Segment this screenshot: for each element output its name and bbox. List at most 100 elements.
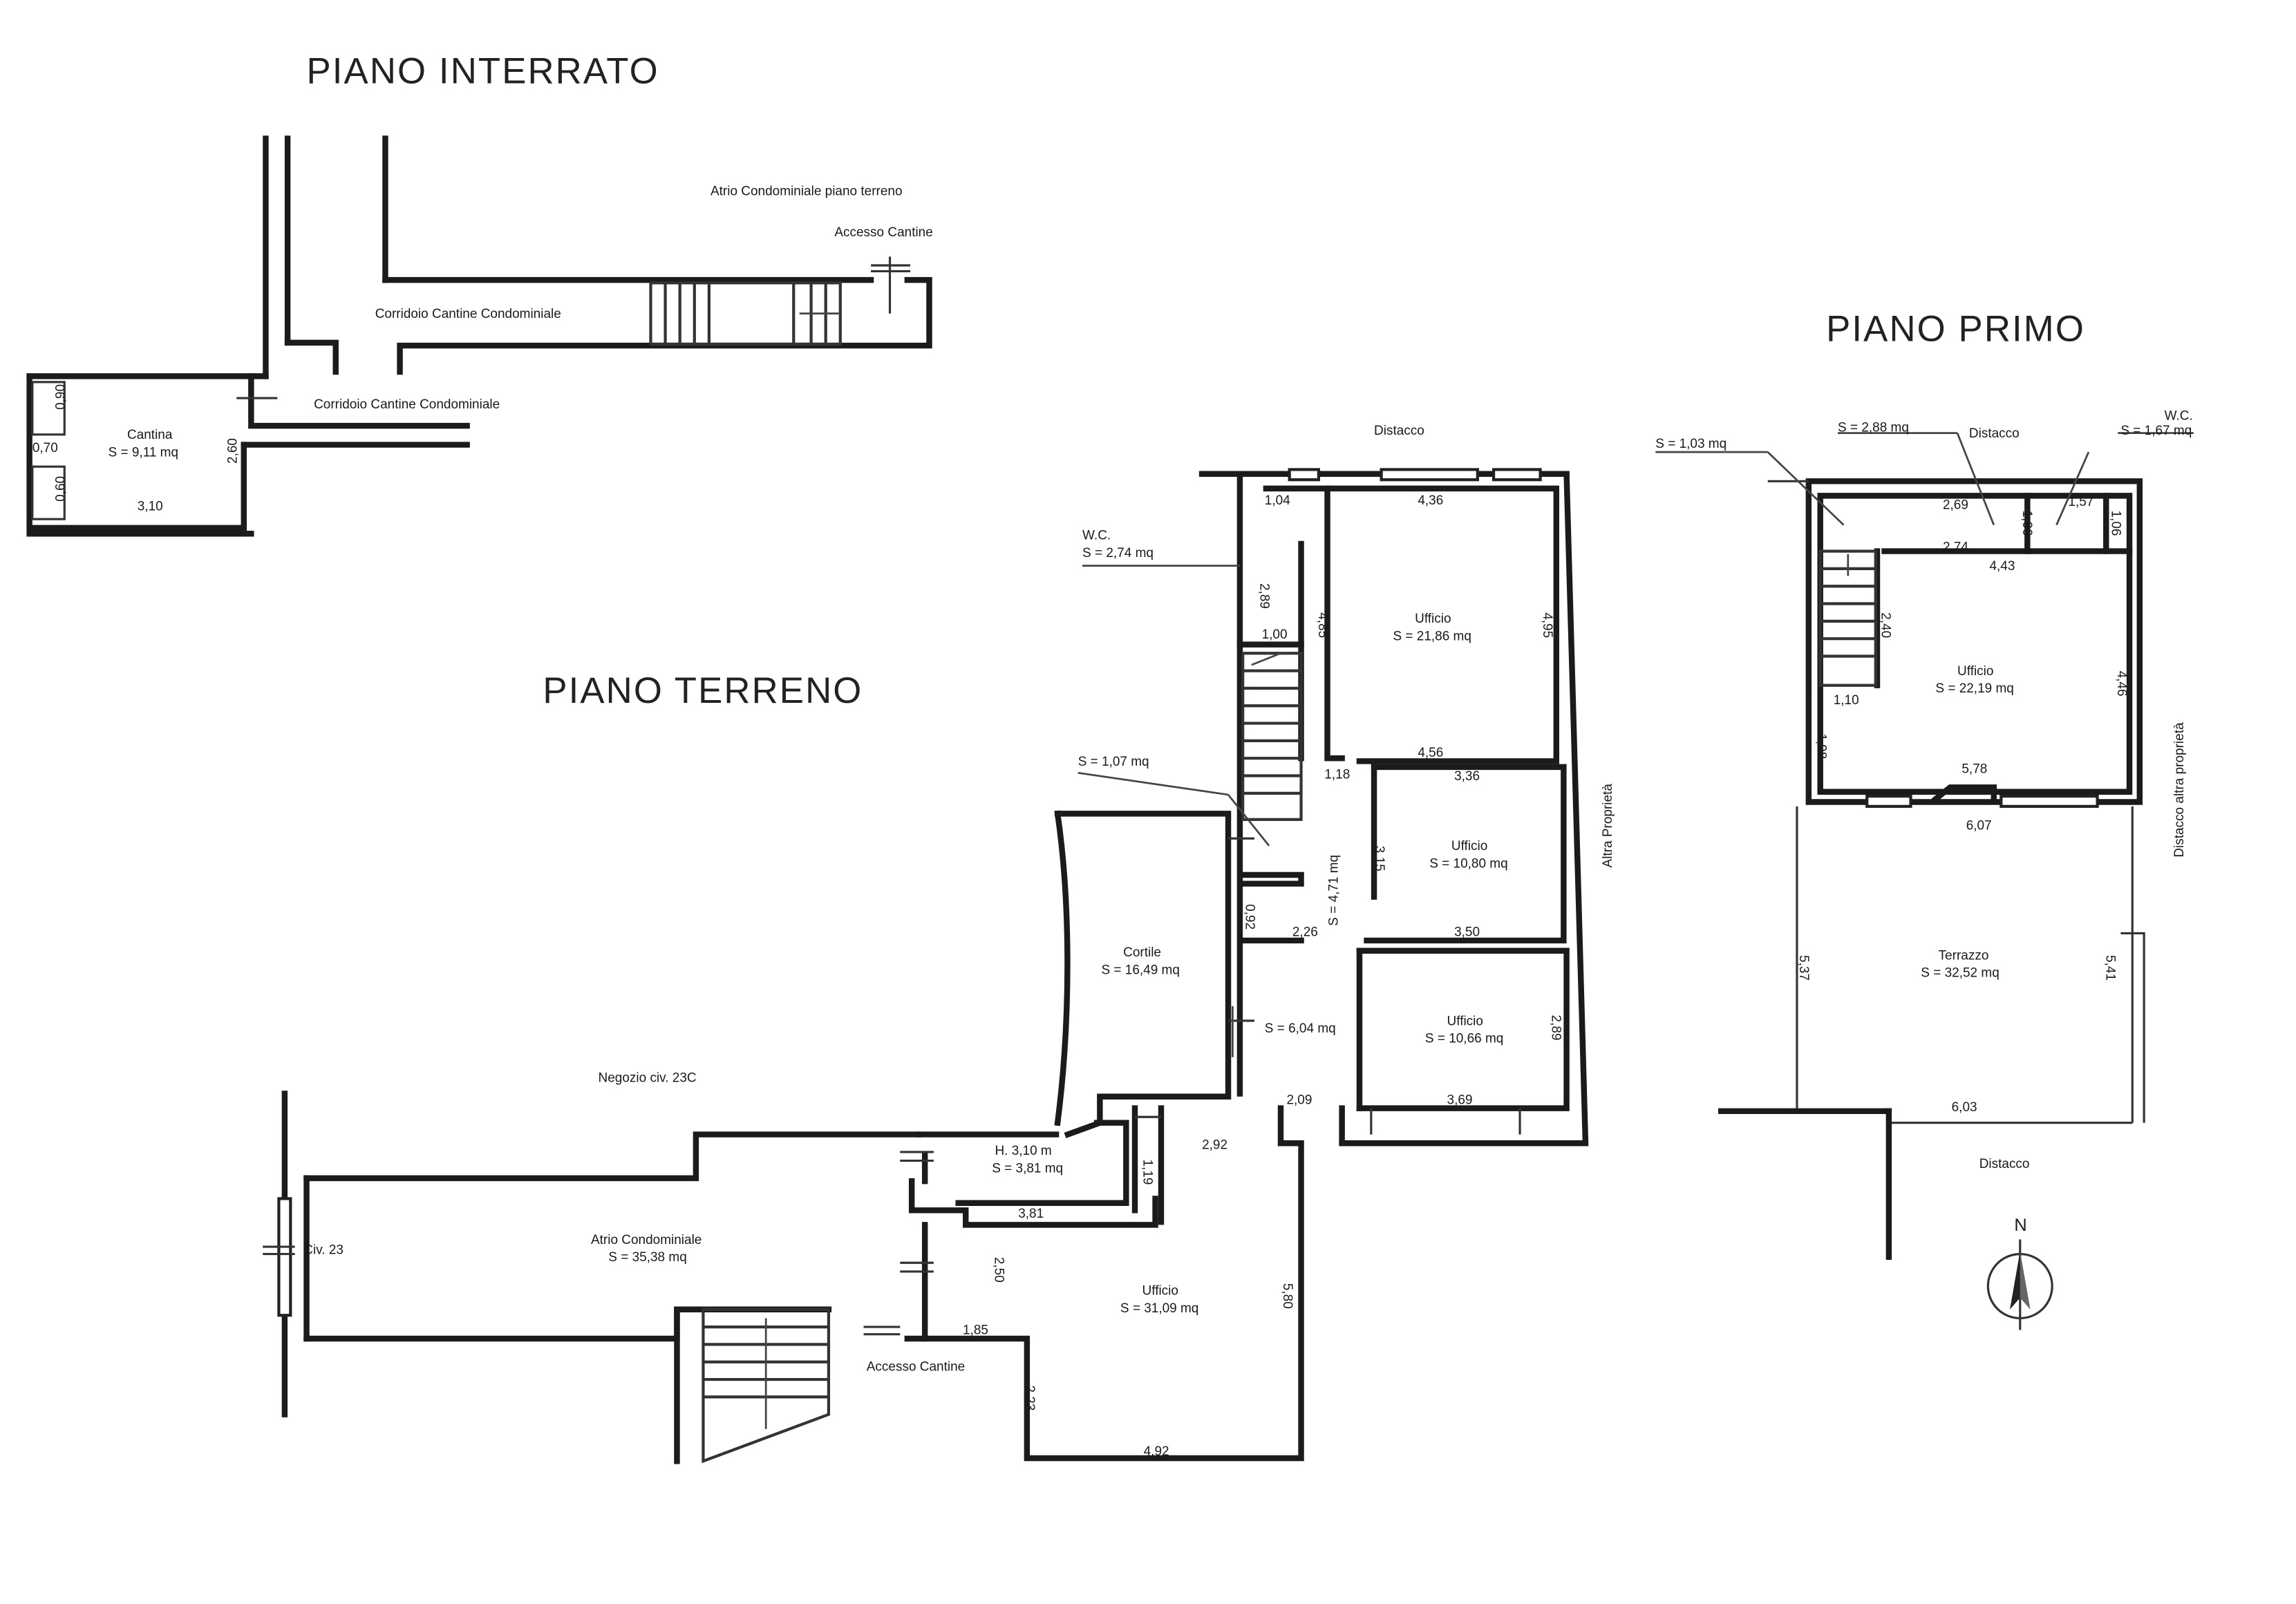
title-piano-primo: PIANO PRIMO [1826,309,2085,350]
dim-label: 3,81 [1018,1207,1044,1221]
dim-label: 3,50 [1454,925,1480,940]
primo-s288: S = 2,88 mq [1838,421,1909,435]
dim-label: 4,56 [1418,746,1443,760]
dim-label: 5,80 [1280,1283,1295,1309]
dim-label: 0,60 [53,476,68,502]
interrato-atrio-label: Atrio Condominiale piano terreno [711,185,903,199]
atrio-area: S = 35,38 mq [608,1250,686,1265]
atrio-name: Atrio Condominiale [591,1233,702,1247]
terreno-negozio: Negozio civ. 23C [599,1071,697,1086]
dim-label: 3,15 [1372,846,1386,871]
interrato-corridoio-top: Corridoio Cantine Condominiale [375,307,561,321]
cantina-name: Cantina [127,428,173,442]
dim-label: 1,18 [1324,768,1350,782]
primo-wc-name: W.C. [2165,409,2193,424]
dim-label: 6,03 [1952,1100,1977,1115]
dim-label: 4,92 [1144,1444,1169,1459]
compass-north-label: N [2014,1216,2026,1235]
interrato-corridoio-mid: Corridoio Cantine Condominiale [314,397,500,412]
cantina-area: S = 9,11 mq [109,445,179,460]
dim-label: 2,09 [1286,1093,1312,1107]
dim-label: 2,74 [1943,540,1968,555]
dim-label: 2,40 [1878,612,1892,638]
terreno-civ: Civ. 23 [303,1243,344,1258]
terreno-s107: S = 1,07 mq [1078,755,1149,769]
dim-label: 0,90 [53,384,68,410]
terreno-stairs [1241,652,1303,821]
ufficio4-name: Ufficio [1142,1284,1178,1299]
cortile-name: Cortile [1123,945,1161,960]
cortile-area: S = 16,49 mq [1101,963,1179,977]
terrazzo [1718,806,2145,1261]
dim-label: 4,43 [1989,559,2015,574]
primo-distacco-bottom: Distacco [1979,1157,2030,1171]
dim-label: 0,92 [1242,904,1257,930]
dim-label: 1,57 [2068,495,2093,509]
dim-label: 2,92 [1202,1138,1227,1153]
interrato-accesso-label: Accesso Cantine [834,225,932,240]
ufficio4-area: S = 31,09 mq [1120,1301,1198,1316]
piano-primo-plan: Distacco Distacco Distacco altra proprie… [1655,409,2194,1261]
dim-label: 2,26 [1292,925,1318,940]
dim-label: 1,10 [1834,693,1859,708]
dim-label: 2,50 [991,1257,1006,1283]
dim-label: 1,85 [963,1323,988,1338]
terreno-distacco: Distacco [1374,424,1424,438]
dim-label: 3,36 [1454,769,1480,784]
ufficio3-area: S = 10,66 mq [1425,1032,1503,1046]
atrio-stairs [702,1308,831,1464]
primo-distacco-top: Distacco [1969,426,2020,441]
dim-label: 1,06 [2020,511,2034,536]
interrato-stairs [649,281,842,346]
primo-terrazzo-name: Terrazzo [1939,948,1989,963]
dim-label: 1,06 [2109,511,2123,536]
dim-label: 2,89 [1548,1015,1563,1041]
primo-ufficio-name: Ufficio [1957,664,1993,679]
dim-label: 0,70 [32,441,58,455]
dim-label: 4,36 [1418,493,1443,508]
title-piano-terreno: PIANO TERRENO [543,670,863,711]
h310-label: H. 3,10 m [995,1144,1051,1158]
ufficio2-area: S = 10,80 mq [1429,856,1507,871]
dim-label: 5,37 [1796,955,1811,981]
dim-label: 1,19 [1140,1159,1155,1185]
h310-area: S = 3,81 mq [992,1161,1063,1176]
primo-ufficio-area: S = 22,19 mq [1935,681,2013,696]
ufficio1-area: S = 21,86 mq [1393,629,1471,643]
cantina-room [26,373,254,537]
dim-label: 2,60 [225,438,240,464]
piano-terreno-plan: Distacco Altra Proprietà Negozio civ. 23… [263,424,1615,1464]
dim-label: 5,78 [1961,762,1987,776]
ufficio3-name: Ufficio [1447,1014,1483,1028]
terreno-accesso: Accesso Cantine [867,1359,965,1374]
piano-interrato-plan: Atrio Condominiale piano terreno Accesso… [26,135,933,537]
terreno-wc-area: S = 2,74 mq [1082,546,1154,560]
ufficio1-name: Ufficio [1415,612,1451,626]
terreno-wc-name: W.C. [1082,529,1111,543]
dim-label: 4,46 [2114,671,2129,697]
primo-terrazzo-area: S = 32,52 mq [1921,966,1999,981]
dim-label: 3,10 [138,500,163,514]
terreno-s604: S = 6,04 mq [1265,1021,1336,1036]
dim-label: 2,89 [1257,583,1271,609]
north-compass-icon: N [1986,1216,2053,1330]
dim-label: 5,41 [2102,955,2117,981]
dim-label: 4,95 [1540,612,1554,638]
dim-label: 1,04 [1265,493,1290,508]
dim-label: 6,07 [1966,819,1992,833]
primo-stairs [1818,549,1877,687]
dim-label: 1,98 [1814,733,1828,759]
dim-label: 4,85 [1315,612,1330,638]
dim-label: 3,69 [1447,1093,1473,1107]
terreno-s471: S = 4,71 mq [1326,855,1341,926]
terreno-altra-proprieta: Altra Proprietà [1601,784,1615,868]
primo-distacco-altra: Distacco altra proprietà [2172,722,2187,858]
title-piano-interrato: PIANO INTERRATO [307,50,659,91]
dim-label: 2,23 [1022,1386,1037,1411]
ufficio2-name: Ufficio [1451,839,1487,853]
dim-label: 2,69 [1943,498,1968,512]
primo-s103: S = 1,03 mq [1655,437,1726,451]
primo-wc-area: S = 1,67 mq [2120,424,2192,438]
dim-label: 1,00 [1262,628,1288,642]
